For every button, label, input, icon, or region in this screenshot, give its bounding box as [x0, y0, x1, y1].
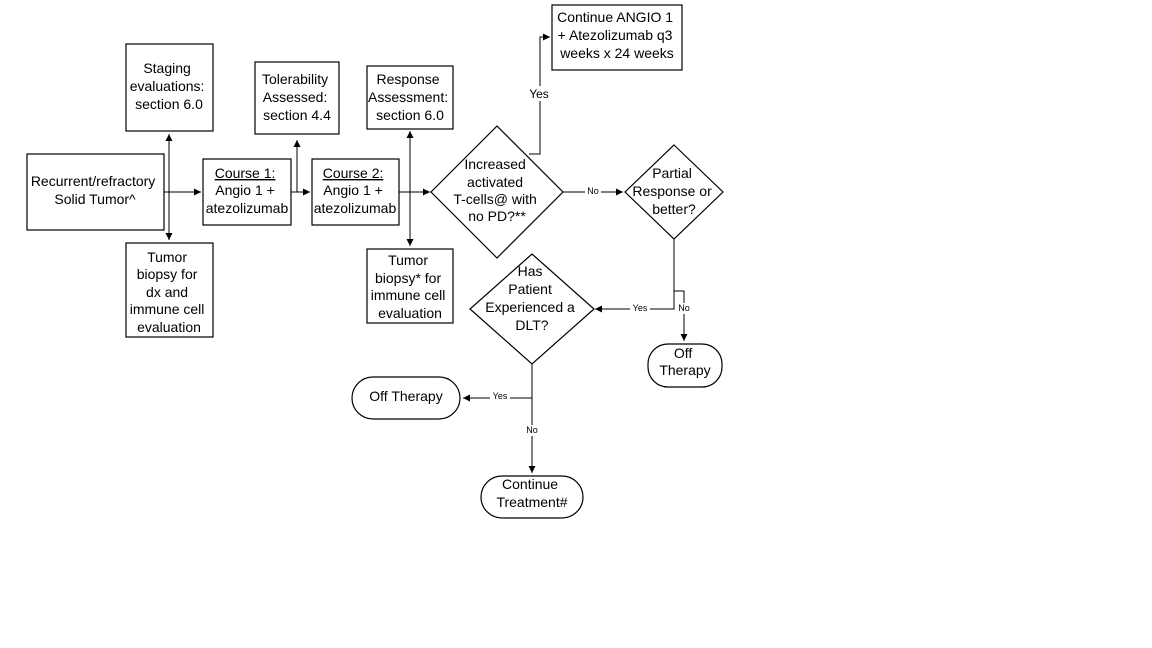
text-line: Recurrent/refractory [31, 173, 155, 189]
node-course-2 [311, 158, 400, 226]
text-line: Solid Tumor^ [54, 191, 136, 207]
node-recurrent-tumor [26, 153, 165, 231]
text-line: Patient [508, 281, 552, 297]
text-line: DLT? [515, 317, 548, 333]
edge-label-bg [630, 303, 650, 314]
text-line: atezolizumab [206, 200, 289, 216]
edge-label-no: No [587, 186, 599, 196]
edge-label-bg [490, 391, 510, 402]
text-line: dx and [146, 284, 188, 300]
text-line: Tolerability [262, 71, 328, 87]
text-line: Off [674, 345, 693, 361]
text-line: no PD?** [468, 208, 526, 224]
node-tolerability-assessed-label: Tolerability Assessed: section 4.4 [262, 71, 332, 123]
text-line: section 6.0 [135, 96, 203, 112]
node-tumor-biopsy-dx-label: Tumor biopsy for dx and immune cell eval… [130, 249, 209, 335]
text-line: Therapy [659, 362, 710, 378]
edge-label-bg [676, 303, 692, 314]
text-line: activated [467, 174, 523, 190]
text-line: Continue ANGIO 1 [557, 9, 673, 25]
text-line: Angio 1 + [323, 182, 383, 198]
text-line: + Atezolizumab q3 [558, 27, 673, 43]
text-line: T-cells@ with [453, 191, 536, 207]
nodes: Recurrent/refractory Solid Tumor^ Stagin… [26, 4, 724, 519]
text-line: Tumor [147, 249, 187, 265]
node-dlt-label: Has Patient Experienced a DLT? [485, 263, 578, 333]
node-response-assessment-label: Response Assessment: section 6.0 [368, 71, 452, 123]
node-continue-treatment [480, 475, 584, 519]
text-line: Staging [143, 60, 190, 76]
text-line: better? [652, 201, 696, 217]
text-line: section 4.4 [263, 107, 331, 123]
text-line: immune cell [371, 287, 446, 303]
node-continue-treatment-label: Continue Treatment# [496, 476, 567, 510]
node-continue-angio [551, 4, 683, 71]
edge-partial-yes-to-dlt [595, 239, 675, 313]
node-course-2-label: Course 2: Angio 1 + atezolizumab [314, 165, 397, 216]
node-tumor-biopsy-dx [125, 242, 214, 338]
text-line: biopsy* for [375, 270, 441, 286]
node-staging-evaluations [125, 43, 214, 132]
edge-label-no: No [678, 303, 690, 313]
node-staging-evaluations-label: Staging evaluations: section 6.0 [130, 60, 209, 112]
node-partial-response-decision [624, 144, 724, 240]
text-line: Assessed: [263, 89, 328, 105]
text-line: biopsy for [137, 266, 198, 282]
node-response-assessment [366, 65, 454, 130]
node-off-therapy-right-label: Off Therapy [659, 345, 710, 378]
node-increased-tcells-label: Increased activated T-cells@ with no PD?… [453, 156, 540, 224]
edges: Yes No Yes No Yes No [164, 33, 692, 473]
text-line: atezolizumab [314, 200, 397, 216]
text-line: evaluation [137, 319, 201, 335]
node-off-therapy-left [351, 376, 461, 420]
text-line: Partial [652, 165, 692, 181]
text-line: Assessment: [368, 89, 448, 105]
text-line: immune cell [130, 301, 205, 317]
edge-label-yes: Yes [493, 391, 508, 401]
text-line: Continue [502, 476, 558, 492]
node-tolerability-assessed [254, 61, 340, 135]
text-line: Course 2: [323, 165, 384, 181]
text-line: Treatment# [496, 494, 567, 510]
edge-label-no: No [526, 425, 538, 435]
edge-label-yes: Yes [633, 303, 648, 313]
text-line: Response [377, 71, 440, 87]
edge-label-bg [525, 86, 553, 101]
edge-label-yes: Yes [529, 87, 549, 101]
node-continue-angio-label: Continue ANGIO 1 + Atezolizumab q3 weeks… [557, 9, 677, 61]
edge-partial-no-to-off-therapy [674, 290, 688, 341]
text-line: evaluation [378, 305, 442, 321]
text-line: Course 1: [215, 165, 276, 181]
node-tumor-biopsy-immune-label: Tumor biopsy* for immune cell evaluation [371, 252, 450, 321]
edge-label-bg [524, 425, 540, 436]
node-off-therapy-right [647, 343, 723, 388]
edge-label-bg [585, 186, 601, 197]
text-line: Response or [632, 183, 712, 199]
text-line: Tumor [388, 252, 428, 268]
node-tumor-biopsy-immune [366, 248, 454, 324]
node-course-1-label: Course 1: Angio 1 + atezolizumab [206, 165, 289, 216]
node-course-1 [202, 158, 292, 226]
text-line: Experienced a [485, 299, 575, 315]
node-off-therapy-left-label: Off Therapy [369, 388, 442, 404]
node-dlt-decision [469, 253, 595, 365]
text-line: evaluations: [130, 78, 205, 94]
text-line: weeks x 24 weeks [559, 45, 674, 61]
node-increased-tcells-decision [430, 125, 564, 259]
node-recurrent-tumor-label: Recurrent/refractory Solid Tumor^ [31, 173, 159, 207]
text-line: section 6.0 [376, 107, 444, 123]
text-line: Increased [464, 156, 525, 172]
text-line: Angio 1 + [215, 182, 275, 198]
text-line: Has [518, 263, 543, 279]
node-partial-response-label: Partial Response or better? [632, 165, 715, 217]
